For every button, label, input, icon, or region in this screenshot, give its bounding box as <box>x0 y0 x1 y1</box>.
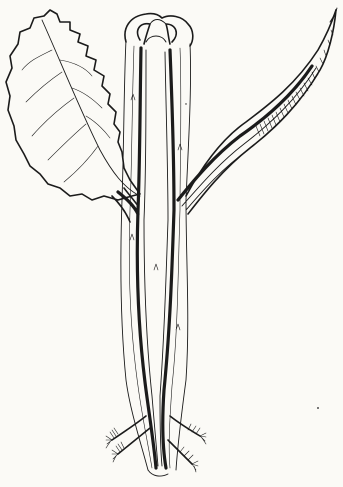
flow-mark-2 <box>178 144 182 150</box>
branch-vascular-lower <box>186 74 318 210</box>
branch-vascular-upper <box>178 66 312 200</box>
flow-mark-1 <box>131 94 135 100</box>
leaf-vein-5 <box>64 146 98 182</box>
pith-line-left <box>144 50 158 466</box>
bud-inner <box>146 36 166 42</box>
leaf-vein-4 <box>48 124 86 160</box>
vascular-strand-right <box>163 50 174 468</box>
print-speck <box>185 103 186 104</box>
stem <box>121 40 191 470</box>
leaf-outline <box>6 10 140 200</box>
apical-bud <box>125 14 193 46</box>
leaf-vein-1 <box>22 50 52 70</box>
print-speck <box>317 407 319 409</box>
root-right-upper <box>170 416 200 436</box>
branch <box>178 8 337 214</box>
branch-outer-top <box>186 10 336 196</box>
leaf-petiole <box>112 188 138 222</box>
bud-tip <box>150 20 166 25</box>
leaf-vein-7 <box>72 88 102 108</box>
leaf-vein-6 <box>60 60 92 76</box>
bud-leaf-left <box>138 24 150 44</box>
flow-mark-3 <box>130 234 134 240</box>
leaf <box>6 10 140 200</box>
bud-leaf-right <box>166 24 176 44</box>
leaf-vein-3 <box>32 98 74 136</box>
branch-hatching <box>256 30 333 136</box>
leaf-vein-2 <box>26 72 62 102</box>
stem-epidermis-right <box>176 44 191 470</box>
flow-mark-4 <box>154 264 158 270</box>
stem-base <box>148 470 168 476</box>
leaf-vein-8 <box>86 116 110 138</box>
bud-outer <box>125 14 193 46</box>
